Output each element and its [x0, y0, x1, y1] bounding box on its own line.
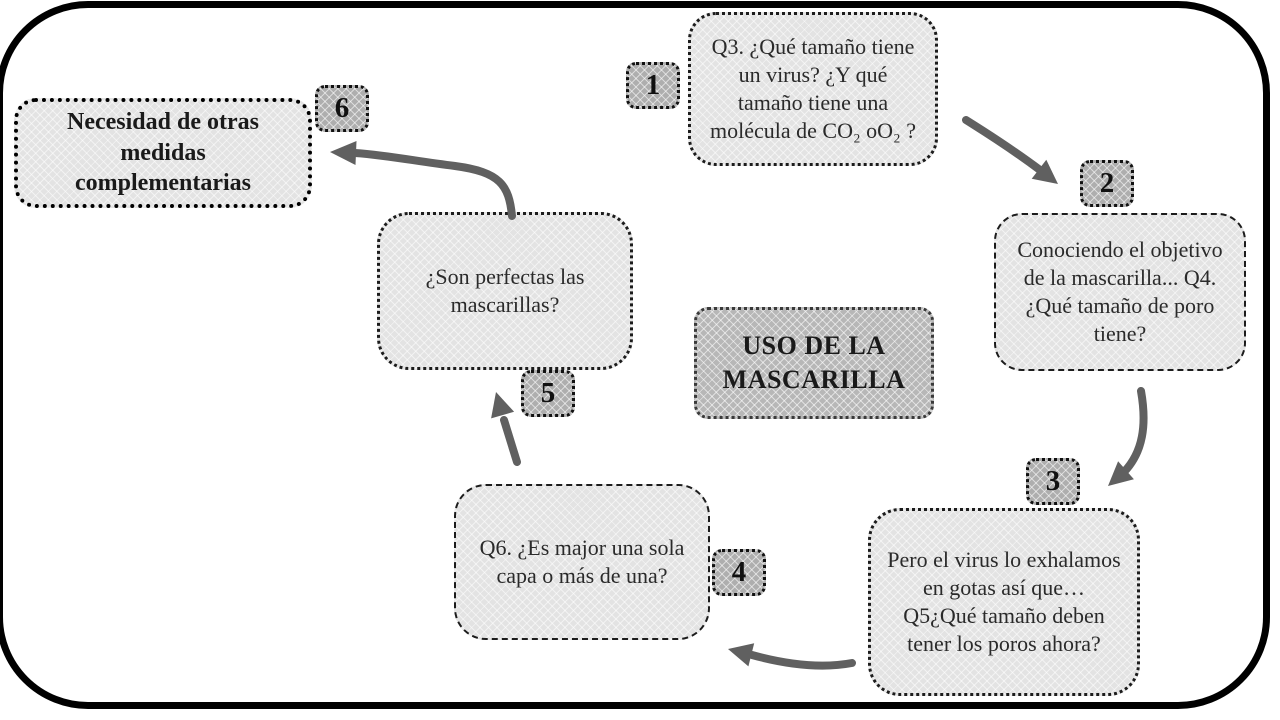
step-badge-5: 5: [521, 370, 575, 417]
node-box-q6-layers: Q6. ¿Es major una sola capa o más de una…: [454, 484, 710, 640]
node-box-q3-virus-size: Q3. ¿Qué tamaño tiene un virus? ¿Y qué t…: [688, 12, 938, 166]
step-badge-6: 6: [315, 85, 369, 132]
arrow-3-to-4: [728, 643, 856, 670]
step-badge-2: 2: [1080, 160, 1134, 207]
arrow-2-to-3: [1108, 387, 1148, 486]
node-box-masks-perfect: ¿Son perfectas las mascarillas?: [377, 212, 633, 370]
step-badge-1: 1: [626, 62, 680, 109]
center-title-label: USO DE LA MASCARILLA: [722, 331, 906, 394]
step-badge-4: 4: [712, 549, 766, 596]
node-box-q4-pore-size: Conociendo el objetivo de la mascarilla.…: [994, 213, 1246, 371]
center-title-box: USO DE LA MASCARILLA: [694, 307, 934, 419]
arrow-1-to-2: [962, 116, 1058, 184]
step-badge-3: 3: [1026, 458, 1080, 505]
arrow-4-to-5: [491, 392, 521, 466]
arrow-5-to-6: [330, 141, 516, 220]
node-box-q5-droplet-pores: Pero el virus lo exhalamos en gotas así …: [868, 508, 1140, 696]
node-box-complementary-measures: Necesidad de otras medidas complementari…: [14, 98, 312, 208]
outer-rounded-frame: [0, 1, 1270, 709]
